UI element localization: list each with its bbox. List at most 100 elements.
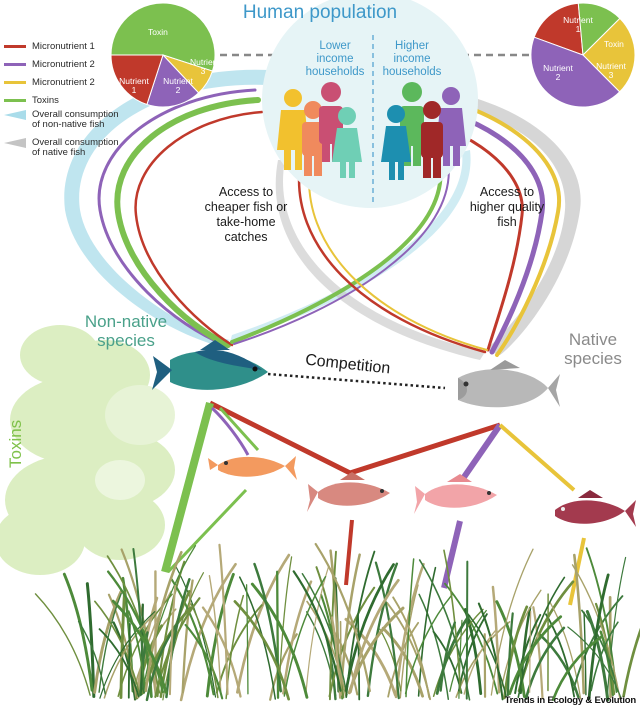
left-pie-label-nutrient-2: Nutrient 2 xyxy=(163,76,193,95)
left-pie-label-nutrient-3: Nutrient 3 xyxy=(190,57,220,76)
seagrass-blade xyxy=(517,576,566,699)
legend-swatch xyxy=(4,44,26,48)
seagrass-blade xyxy=(141,545,197,695)
seagrass-blade xyxy=(93,590,123,694)
seagrass-blade xyxy=(585,610,610,702)
seagrass-blade xyxy=(283,576,327,697)
seagrass-blade xyxy=(127,623,131,699)
native-consumption-band xyxy=(275,84,581,360)
seagrass-blade xyxy=(587,573,610,701)
seagrass-blade xyxy=(98,628,140,698)
seagrass-blade xyxy=(622,627,640,698)
right-nutrient-pie xyxy=(530,2,636,108)
toxin-cloud xyxy=(0,325,175,575)
legend-label: Micronutrient 2 xyxy=(32,76,95,88)
seagrass-bed xyxy=(34,542,640,702)
seagrass-blade xyxy=(238,576,277,700)
seagrass-blade xyxy=(276,570,280,699)
seagrass-blade xyxy=(127,610,147,693)
seagrass-blade xyxy=(506,612,514,697)
left-pie-label-nutrient-1: Nutrient 1 xyxy=(119,76,149,95)
person-icon xyxy=(421,101,443,178)
pie-slice xyxy=(110,54,164,106)
right-pie-label-toxin: Toxin xyxy=(604,39,624,49)
person-icon xyxy=(381,105,411,180)
seagrass-blade xyxy=(314,542,371,693)
journal-credit: Trends in Ecology & Evolution xyxy=(504,695,637,706)
seagrass-blade xyxy=(85,582,96,698)
left-access-label: Access to cheaper fish or take-home catc… xyxy=(204,185,288,244)
human-population-title: Human population xyxy=(242,2,398,23)
legend-item-micronutrient-2-purple: Micronutrient 2 xyxy=(4,56,95,72)
seagrass-blade xyxy=(77,620,106,695)
prey-fish-pink xyxy=(414,474,497,514)
seagrass-blade xyxy=(477,602,504,701)
seagrass-blade xyxy=(399,584,419,699)
person-icon xyxy=(332,107,362,178)
seagrass-blade xyxy=(418,559,471,701)
right-pie-label-nutrient-2: Nutrient 2 xyxy=(543,63,573,82)
legend-item-micronutrient-2-yellow: Micronutrient 2 xyxy=(4,74,95,90)
legend-swatch xyxy=(4,98,26,102)
pie-slice xyxy=(146,54,200,108)
person-icon xyxy=(277,89,309,170)
seagrass-blade xyxy=(179,562,237,702)
pie-slice xyxy=(582,17,636,93)
right-pie-label-nutrient-1: Nutrient 1 xyxy=(563,15,593,34)
non-native-consumption-band xyxy=(64,69,471,345)
seagrass-blade xyxy=(514,613,542,695)
legend-label: Micronutrient 2 xyxy=(32,58,95,70)
seagrass-blade xyxy=(235,553,291,694)
prey-fish-maroon xyxy=(555,490,636,527)
seagrass-blade xyxy=(491,585,501,694)
seagrass-blade xyxy=(503,605,529,700)
seagrass-blade xyxy=(381,626,424,698)
seagrass-blade xyxy=(357,613,361,701)
seagrass-blade xyxy=(306,600,347,697)
seagrass-blade xyxy=(573,553,586,695)
toxins-side-label: Toxins xyxy=(6,419,25,468)
legend-item-micronutrient-1: Micronutrient 1 xyxy=(4,38,95,54)
seagrass-blade xyxy=(524,626,566,700)
seagrass-blade xyxy=(184,623,224,700)
seagrass-blade xyxy=(305,611,337,697)
seagrass-blade xyxy=(606,556,627,698)
seagrass-blade xyxy=(111,599,168,694)
seagrass-blade xyxy=(366,562,399,698)
native-species-label: Native species xyxy=(564,330,622,368)
legend-swatch xyxy=(4,62,26,66)
legend-label: Overall consumption of non-native fish xyxy=(32,109,119,130)
native-fish xyxy=(458,360,560,408)
seagrass-blade xyxy=(581,609,619,692)
seagrass-blade xyxy=(404,594,453,695)
left-nutrient-pie xyxy=(110,2,216,108)
person-icon xyxy=(436,87,466,166)
seagrass-blade xyxy=(233,600,290,701)
seagrass-blade xyxy=(218,543,229,696)
legend-item-non-native-consumption: Overall consumption of non-native fish xyxy=(4,110,124,130)
seagrass-blade xyxy=(349,578,400,694)
seagrass-blade xyxy=(225,594,245,700)
seagrass-blade xyxy=(392,596,431,699)
seagrass-blade xyxy=(144,550,183,693)
seagrass-blade xyxy=(465,560,469,700)
right-access-label: Access to higher quality fish xyxy=(469,185,545,229)
right-pie-label-nutrient-3: Nutrient 3 xyxy=(596,61,626,80)
prey-fish-rose xyxy=(307,472,390,512)
seagrass-blade xyxy=(250,582,309,699)
lower-income-people xyxy=(277,82,362,178)
seagrass-blade xyxy=(190,603,219,699)
left-pie-label-toxin: Toxin xyxy=(148,27,168,37)
seagrass-blade xyxy=(572,595,624,692)
seagrass-blade xyxy=(181,579,194,694)
seagrass-blade xyxy=(379,628,402,692)
legend-swatch xyxy=(4,80,26,84)
seagrass-blade xyxy=(168,584,177,696)
seagrass-blade xyxy=(103,612,156,699)
seagrass-blade xyxy=(417,566,437,697)
lower-income-label: Lower income households xyxy=(305,40,365,78)
legend-swatch xyxy=(4,138,26,148)
seagrass-blade xyxy=(532,606,544,700)
